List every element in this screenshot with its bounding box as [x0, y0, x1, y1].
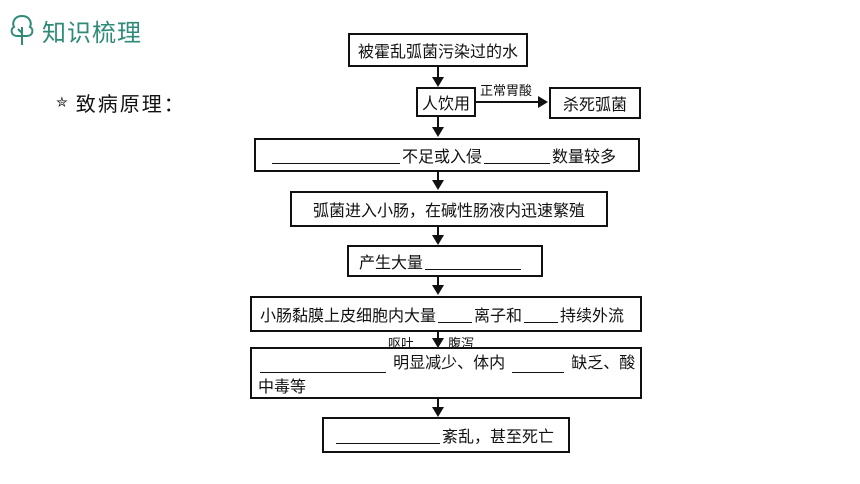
arrow-down — [432, 338, 444, 348]
flow-box-kill-vibrio: 杀死弧菌 — [549, 87, 641, 119]
blank — [425, 253, 522, 270]
arrow-down — [432, 235, 444, 245]
blank — [484, 147, 551, 164]
blank — [512, 356, 565, 373]
flow-box-disorder-death: 紊乱，甚至死亡 — [322, 417, 570, 453]
flow-box-produce: 产生大量 — [347, 245, 543, 277]
box-line-1: 明显减少、体内 缺乏、酸 — [258, 349, 635, 373]
connector — [437, 332, 439, 340]
connector — [437, 399, 439, 409]
arrow-down — [432, 180, 444, 190]
blank — [336, 427, 440, 444]
subtitle-text: 致病原理： — [75, 92, 186, 116]
arrow-down — [432, 407, 444, 417]
blank — [438, 306, 473, 323]
connector — [437, 172, 439, 182]
connector — [437, 67, 439, 79]
flow-box-water-loss: 明显减少、体内 缺乏、酸 中毒等 — [250, 347, 642, 399]
connector — [437, 277, 439, 287]
connector — [437, 117, 439, 129]
section-subtitle: ✮ 致病原理： — [56, 88, 186, 117]
arrow-right — [538, 96, 548, 108]
box-line-2: 中毒等 — [258, 377, 307, 396]
arrow-down — [432, 77, 444, 87]
header: 知识梳理 — [8, 12, 142, 48]
flow-box-drink: 人饮用 — [416, 87, 476, 117]
blank — [272, 147, 400, 164]
flow-box-contaminated-water: 被霍乱弧菌污染过的水 — [348, 33, 528, 67]
blank — [260, 356, 386, 373]
arrow-down — [432, 285, 444, 295]
star-icon: ✮ — [56, 94, 70, 111]
flow-box-ion-outflow: 小肠黏膜上皮细胞内大量 离子和 持续外流 — [250, 296, 642, 332]
flow-box-vibrio-multiply: 弧菌进入小肠，在碱性肠液内迅速繁殖 — [290, 191, 608, 227]
arrow-down — [432, 127, 444, 137]
flow-box-insufficient: 不足或入侵 数量较多 — [254, 138, 640, 172]
connector — [437, 227, 439, 237]
blank — [524, 306, 559, 323]
arrow-label-normal-gastric-acid: 正常胃酸 — [480, 84, 533, 99]
tree-icon — [10, 14, 34, 45]
page-title: 知识梳理 — [42, 18, 142, 47]
connector — [476, 101, 540, 103]
